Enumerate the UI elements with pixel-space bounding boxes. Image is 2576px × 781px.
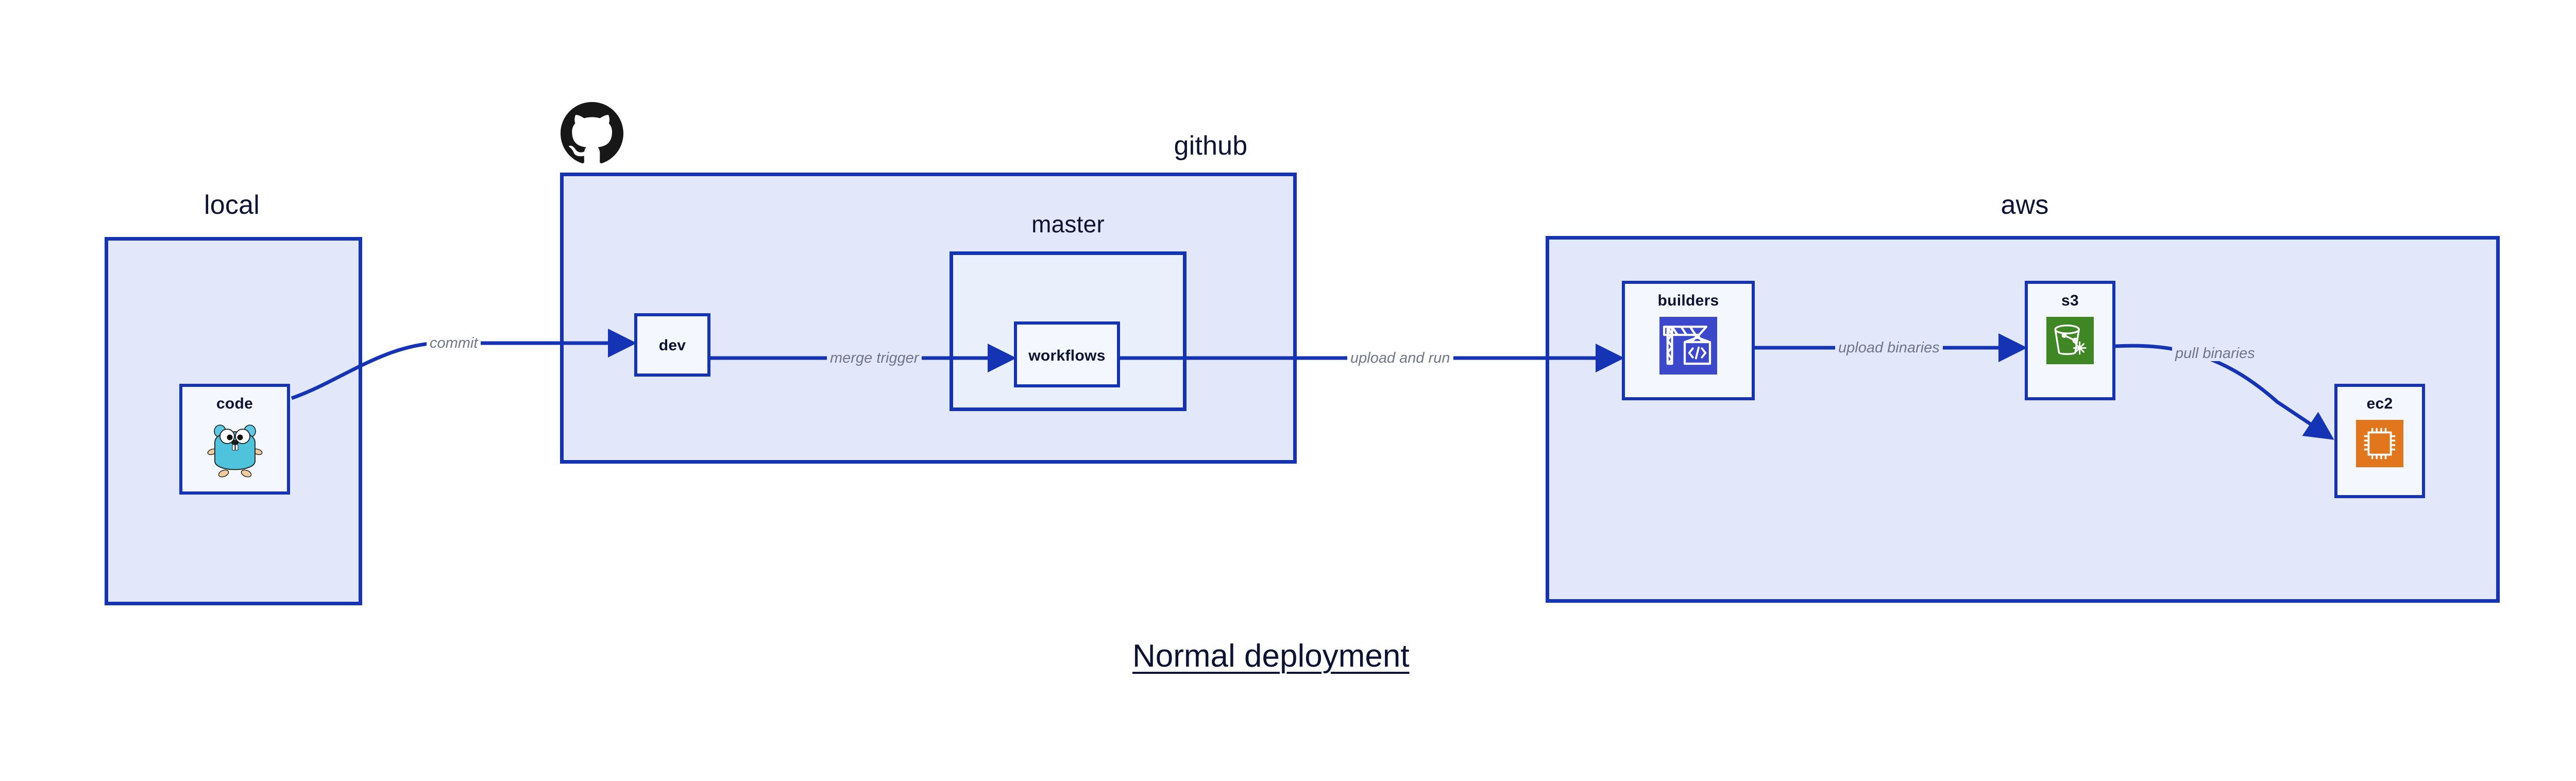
- zone-title-aws: aws: [2001, 190, 2049, 220]
- node-label-dev: dev: [658, 337, 686, 354]
- node-dev[interactable]: dev: [634, 313, 710, 377]
- aws-codebuild-icon: [1659, 317, 1717, 375]
- github-octocat-logo: [561, 102, 623, 167]
- edge-label-commit: commit: [427, 336, 481, 351]
- node-workflows[interactable]: workflows: [1014, 321, 1120, 387]
- go-gopher-icon: [207, 420, 263, 479]
- node-label-workflows: workflows: [1028, 347, 1106, 364]
- aws-ec2-chip-icon: [2356, 420, 2403, 467]
- zone-title-local: local: [204, 190, 260, 220]
- node-s3[interactable]: s3: [2025, 281, 2115, 400]
- node-code[interactable]: code: [179, 384, 290, 495]
- node-label-s3: s3: [2061, 292, 2079, 309]
- node-label-ec2: ec2: [2366, 395, 2393, 412]
- subzone-title-master: master: [1031, 211, 1105, 237]
- aws-s3-bucket-icon: [2046, 317, 2094, 364]
- zone-title-github: github: [1174, 131, 1248, 161]
- edge-label-upload-binaries: upload binaries: [1835, 341, 1943, 355]
- edge-label-upload-and-run: upload and run: [1347, 351, 1453, 366]
- edge-label-pull-binaries: pull binaries: [2172, 346, 2258, 361]
- node-label-builders: builders: [1657, 292, 1719, 309]
- node-label-code: code: [216, 395, 253, 412]
- node-builders[interactable]: builders: [1622, 281, 1755, 400]
- diagram-caption: Normal deployment: [1132, 638, 1410, 674]
- edge-label-merge-trigger: merge trigger: [827, 351, 922, 366]
- node-ec2[interactable]: ec2: [2334, 384, 2425, 498]
